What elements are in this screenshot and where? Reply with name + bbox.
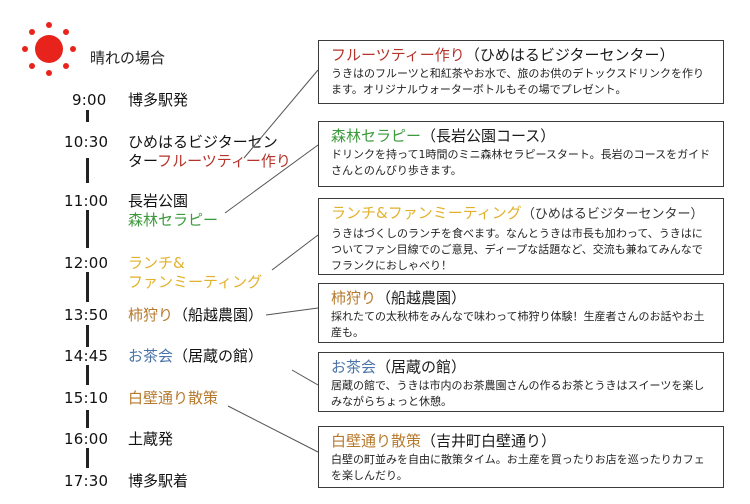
time-1100: 11:00 <box>64 192 109 210</box>
connector-forest <box>224 144 319 214</box>
event-activity: フルーツティー作り <box>157 152 291 170</box>
event-lunch: ランチ& ファンミーティング <box>128 254 262 292</box>
event-arrival: 博多駅着 <box>128 472 188 491</box>
event-place: 土蔵発 <box>128 430 174 448</box>
event-fruit-tea: ひめはるビジターセン ターフルーツティー作り <box>128 133 291 171</box>
detail-box-forest-therapy: 森林セラピー（長岩公園コース） ドリンクを持って1時間のミニ森林セラピースタート… <box>318 121 724 187</box>
event-activity: 柿狩り <box>128 306 174 324</box>
event-place: 博多駅着 <box>128 472 189 490</box>
detail-body: 居蔵の館で、うきは市内のお茶農園さんの作るお茶とうきはスイーツを楽しみながらちょ… <box>331 379 705 408</box>
timeline-segment <box>86 158 89 183</box>
connector-tea <box>291 369 319 386</box>
event-place: 博多駅発 <box>128 91 189 109</box>
time-1030: 10:30 <box>64 133 109 151</box>
connector-fruit <box>243 69 319 159</box>
event-place: 長岩公園 <box>128 192 189 210</box>
timeline-segment <box>86 272 89 302</box>
detail-box-tea-party: お茶会（居蔵の館） 居蔵の館で、うきは市内のお茶農園さんの作るお茶とうきはスイー… <box>318 352 724 412</box>
detail-body: 白壁の町並みを自由に散策タイム。お土産を買ったりお店を巡ったりカフェを楽しんだり… <box>331 453 705 482</box>
timeline-segment <box>86 448 89 468</box>
connector-lunch <box>271 234 319 271</box>
detail-title: お茶会（居蔵の館） <box>331 358 467 376</box>
event-departure: 博多駅発 <box>128 91 188 110</box>
detail-title: 森林セラピー（長岩公園コース） <box>331 127 556 145</box>
time-1510: 15:10 <box>64 389 109 407</box>
event-place: （船越農園） <box>173 306 264 324</box>
detail-box-fruit-tea: フルーツティー作り（ひめはるビジターセンター） うきはのフルーツと和紅茶やお水で… <box>318 40 724 104</box>
detail-title: 柿狩り（船越農園） <box>331 289 467 307</box>
detail-title: 白壁通り散策（吉井町白壁通り） <box>331 432 557 450</box>
detail-body: ドリンクを持って1時間のミニ森林セラピースタート。長岩のコースをガイドさんとのん… <box>331 148 711 177</box>
timeline-segment <box>86 210 89 248</box>
timeline-segment <box>86 110 89 122</box>
event-walk: 白壁通り散策 <box>128 389 218 408</box>
event-place-cont: ター <box>128 152 158 170</box>
detail-title: フルーツティー作り（ひめはるビジターセンター） <box>331 46 675 64</box>
event-activity: 森林セラピー <box>128 211 219 229</box>
time-1600: 16:00 <box>64 430 109 448</box>
event-persimmon: 柿狩り（船越農園） <box>128 306 263 325</box>
time-1350: 13:50 <box>64 306 109 324</box>
timeline-segment <box>86 410 89 428</box>
time-1445: 14:45 <box>64 347 109 365</box>
detail-box-persimmon: 柿狩り（船越農園） 採れたての太秋柿をみんなで味わって柿狩り体験！生産者さんのお… <box>318 283 724 343</box>
connector-persimmon <box>265 307 319 316</box>
event-place: ひめはるビジターセン <box>128 133 278 151</box>
timeline-segment <box>86 325 89 347</box>
event-place: （居蔵の館） <box>173 347 264 365</box>
detail-body: うきはづくしのランチを食べます。なんとうきは市長も加わって、うきはについてファン… <box>331 227 703 272</box>
detail-title: ランチ&ファンミーティング（ひめはるビジターセンター） <box>331 204 704 222</box>
event-tea-party: お茶会（居蔵の館） <box>128 347 263 366</box>
detail-box-walk: 白壁通り散策（吉井町白壁通り） 白壁の町並みを自由に散策タイム。お土産を買ったり… <box>318 426 724 488</box>
event-forest-therapy: 長岩公園 森林セラピー <box>128 192 218 230</box>
event-dozo-departure: 土蔵発 <box>128 430 173 449</box>
timeline-segment <box>86 365 89 385</box>
event-activity: ランチ& <box>128 254 185 272</box>
detail-body: 採れたての太秋柿をみんなで味わって柿狩り体験！生産者さんのお話やお土産も。 <box>331 310 705 339</box>
event-activity: お茶会 <box>128 347 174 365</box>
time-1200: 12:00 <box>64 254 109 272</box>
sun-icon <box>22 22 76 76</box>
connector-walk <box>227 405 319 453</box>
time-1730: 17:30 <box>64 472 109 490</box>
weather-label: 晴れの場合 <box>90 49 166 67</box>
time-0900: 9:00 <box>72 91 107 109</box>
detail-body: うきはのフルーツと和紅茶やお水で、旅のお供のデトックスドリンクを作ります。オリジ… <box>331 67 705 96</box>
event-activity-cont: ファンミーティング <box>128 273 263 291</box>
event-activity: 白壁通り散策 <box>128 389 219 407</box>
detail-box-lunch: ランチ&ファンミーティング（ひめはるビジターセンター） うきはづくしのランチを食… <box>318 198 724 275</box>
